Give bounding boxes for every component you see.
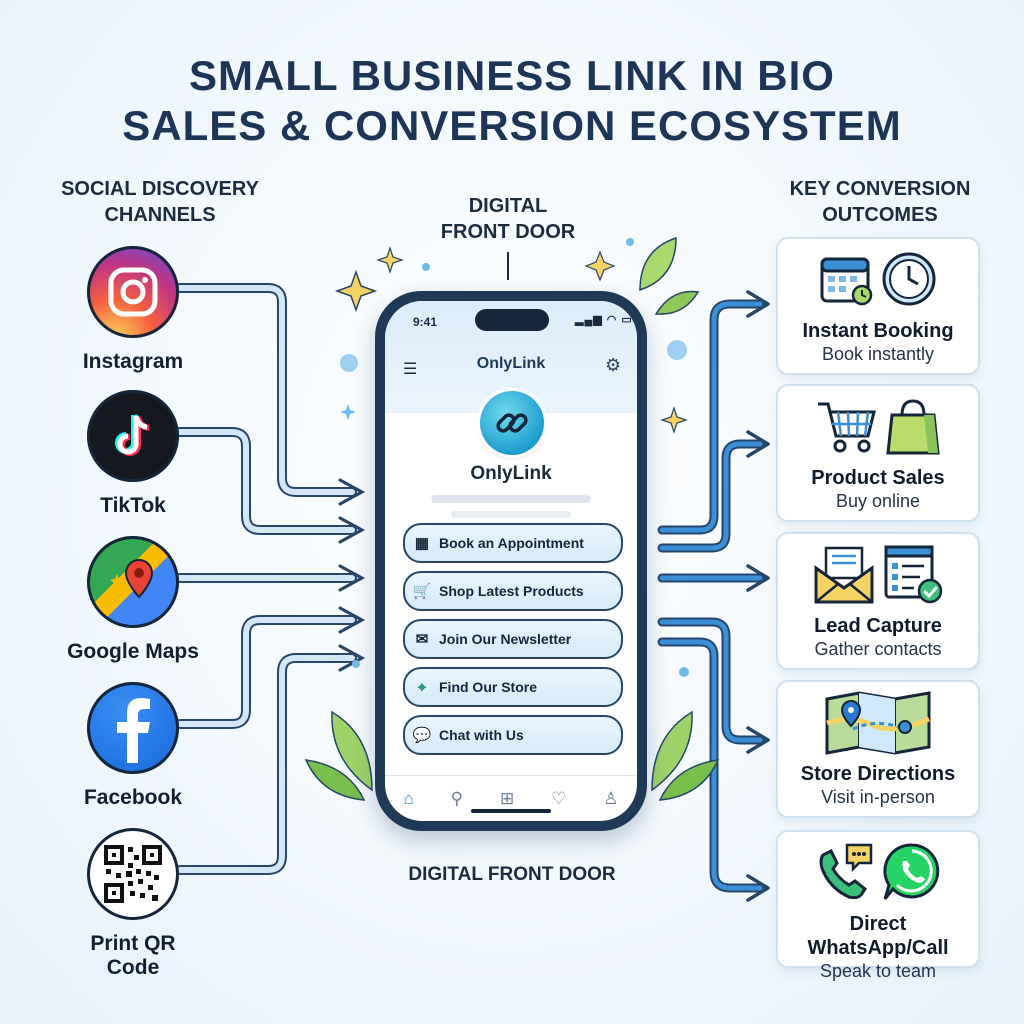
- shop-products-button[interactable]: 🛒 Shop Latest Products: [403, 571, 623, 611]
- channel-facebook[interactable]: Facebook: [63, 682, 203, 810]
- google-maps-icon: [87, 536, 179, 628]
- arrow-facebook: [175, 615, 357, 729]
- leaf-icon: [304, 759, 366, 801]
- arrow-instagram: [175, 283, 357, 497]
- cart-icon: 🛒: [412, 583, 432, 600]
- title-line-2: SALES & CONVERSION ECOSYSTEM: [122, 102, 902, 149]
- phone-notch: [475, 309, 549, 331]
- outcome-lead-capture[interactable]: Lead Capture Gather contacts: [776, 532, 980, 670]
- outcome-store-directions[interactable]: Store Directions Visit in-person: [776, 680, 980, 818]
- form-check-icon: [884, 545, 943, 604]
- facebook-icon: [87, 682, 179, 774]
- phone-chat-icon: [819, 843, 873, 900]
- sparkle-icon: [660, 406, 688, 434]
- phone-mockup: 9:41 ▂▄▆ ◠ ▭ ☰ OnlyLink ⚙ OnlyLink ▦ Boo…: [375, 291, 647, 831]
- shopping-bag-icon: [886, 399, 940, 455]
- menu-icon[interactable]: ☰: [403, 361, 418, 378]
- book-appointment-button[interactable]: ▦ Book an Appointment: [403, 523, 623, 563]
- right-header: KEY CONVERSION OUTCOMES: [789, 178, 971, 226]
- clock-icon: [882, 252, 936, 306]
- outcome-instant-booking[interactable]: Instant Booking Book instantly: [776, 237, 980, 375]
- sparkle-icon: [584, 250, 616, 282]
- tab-bar: ⌂ ⚲ ⊞ ♡ ♙: [385, 775, 637, 821]
- sparkle-icon: [340, 404, 356, 420]
- channel-label: Google Maps: [67, 640, 199, 663]
- envelope-icon: [814, 546, 874, 604]
- leaf-icon: [651, 710, 693, 792]
- leaf-icon: [654, 290, 700, 315]
- channel-label: Instagram: [82, 350, 184, 373]
- channel-label: TikTok: [100, 494, 166, 517]
- bio-placeholder: [451, 511, 571, 518]
- phone-screen: 9:41 ▂▄▆ ◠ ▭ ☰ OnlyLink ⚙ OnlyLink ▦ Boo…: [385, 301, 637, 821]
- home-indicator: [471, 809, 551, 813]
- channel-label: Facebook: [83, 786, 183, 809]
- arrow-tiktok: [175, 427, 357, 535]
- arrow-qr-code: [175, 653, 357, 875]
- add-icon[interactable]: ⊞: [499, 789, 515, 808]
- chat-button[interactable]: 💬 Chat with Us: [403, 715, 623, 755]
- newsletter-button[interactable]: ✉ Join Our Newsletter: [403, 619, 623, 659]
- chat-icon: 💬: [412, 727, 432, 744]
- decorations: [304, 236, 720, 801]
- search-icon[interactable]: ⚲: [450, 789, 464, 808]
- leaf-icon: [639, 236, 677, 292]
- tiktok-icon: [87, 390, 179, 482]
- channel-qr-code[interactable]: Print QR Code: [63, 828, 203, 980]
- profile-icon[interactable]: ♙: [603, 789, 619, 808]
- calendar-icon: [820, 257, 873, 306]
- title-line-1: SMALL BUSINESS LINK IN BIO: [189, 52, 835, 99]
- sparkle-icon: [334, 269, 378, 313]
- status-icons: ▂▄▆ ◠ ▭: [575, 314, 633, 326]
- right-arrows: [657, 290, 770, 902]
- sparkle-icon: [376, 246, 404, 274]
- calendar-icon: ▦: [414, 535, 430, 552]
- envelope-icon: ✉: [415, 631, 429, 648]
- left-header: SOCIAL DISCOVERY CHANNELS: [61, 178, 259, 226]
- app-name: OnlyLink: [476, 355, 546, 372]
- heart-icon[interactable]: ♡: [551, 789, 567, 808]
- bio-placeholder: [431, 495, 591, 503]
- channel-google-maps[interactable]: Google Maps: [63, 536, 203, 664]
- leaf-icon: [658, 759, 720, 801]
- link-logo-icon: [480, 391, 544, 455]
- bottom-caption: DIGITAL FRONT DOOR: [408, 864, 616, 885]
- map-pin-icon: ⌖: [417, 678, 427, 696]
- channel-label: Print QR Code: [90, 932, 176, 979]
- channel-tiktok[interactable]: TikTok: [63, 390, 203, 518]
- profile-name: OnlyLink: [470, 463, 552, 484]
- channel-instagram[interactable]: Instagram: [63, 246, 203, 374]
- shopping-cart-icon: [818, 402, 876, 453]
- find-store-button[interactable]: ⌖ Find Our Store: [403, 667, 623, 707]
- whatsapp-icon: [883, 843, 940, 900]
- instagram-icon: [87, 246, 179, 338]
- outcome-whatsapp-call[interactable]: Direct WhatsApp/Call Speak to team: [776, 830, 980, 981]
- outcome-product-sales[interactable]: Product Sales Buy online: [776, 384, 980, 522]
- status-time: 9:41: [413, 315, 438, 329]
- center-header: DIGITAL FRONT DOOR: [440, 195, 576, 243]
- leaf-icon: [331, 710, 373, 792]
- left-arrows: [175, 283, 366, 875]
- home-icon[interactable]: ⌂: [403, 789, 414, 808]
- map-icon: [825, 691, 931, 755]
- gear-icon[interactable]: ⚙: [605, 355, 622, 375]
- qr-code-icon: [87, 828, 179, 920]
